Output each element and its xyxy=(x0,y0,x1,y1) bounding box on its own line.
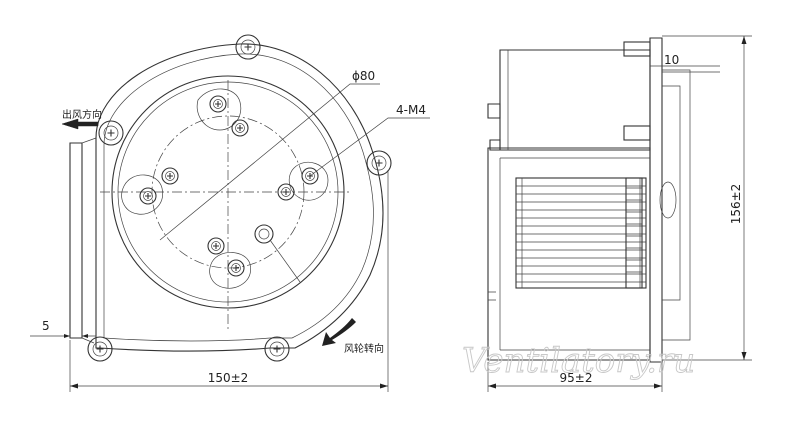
height-dimension-label: 156±2 xyxy=(729,184,743,225)
scroll-housing xyxy=(95,43,384,352)
mount-hole-icon xyxy=(366,150,392,176)
screw-icon xyxy=(139,187,157,205)
width-dimension-label: 150±2 xyxy=(208,371,249,385)
outlet-duct xyxy=(69,142,83,339)
screw-icon xyxy=(209,95,227,113)
side-view: 10 156±2 95±2 xyxy=(487,35,752,392)
outlet-arrow-icon xyxy=(61,118,99,130)
mount-hole-icon xyxy=(98,120,124,146)
watermark-text: Ventilatory.ru xyxy=(462,341,695,381)
outlet-direction-label: 出风方向 xyxy=(62,108,102,121)
screw-icon xyxy=(207,237,225,255)
scroll-housing-side xyxy=(487,147,651,361)
depth-dimension-label: 95±2 xyxy=(560,371,593,385)
rotation-direction-label: 风轮转向 xyxy=(344,342,384,355)
mount-hole-icon xyxy=(264,336,290,362)
screw-icon xyxy=(161,167,179,185)
phi80-label: ϕ80 xyxy=(352,69,375,83)
screw-icon xyxy=(231,119,249,137)
impeller-side xyxy=(515,177,677,289)
offset-dimension-label: 5 xyxy=(42,319,50,333)
holes-label: 4-M4 xyxy=(396,103,426,117)
rotation-arrow-icon xyxy=(322,318,356,346)
mount-hole-icon xyxy=(235,34,261,60)
top-dimension-label: 10 xyxy=(664,53,679,67)
motor-body xyxy=(499,49,651,151)
front-view: ϕ80 4-M4 出风方向 风轮转向 5 150±2 xyxy=(30,34,430,392)
